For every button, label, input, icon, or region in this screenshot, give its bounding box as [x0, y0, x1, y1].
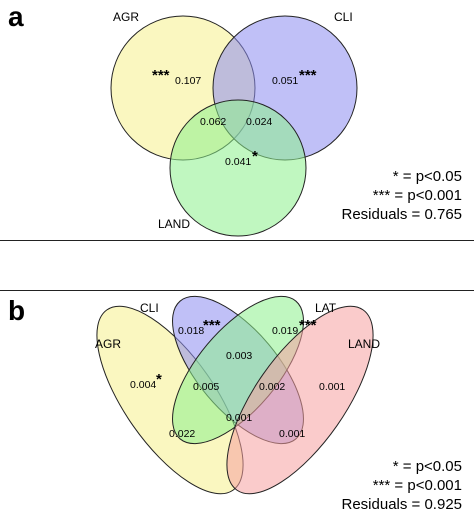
legend-p001-b: *** = p<0.001 [372, 477, 462, 494]
region-land-stars: * [252, 148, 258, 165]
panel-a: a AGR CLI LAND *** 0.107 0.051 *** 0.062… [0, 0, 474, 240]
panel-letter-b: b [8, 295, 25, 326]
panel-b: b AGR CLI LAT LAND 0.018 *** 0.019 *** 0… [0, 290, 474, 529]
legend-p05-b: * = p<0.05 [392, 458, 462, 475]
set-label-agr-b: AGR [95, 337, 121, 351]
region-agr-stars: *** [152, 67, 170, 84]
region-cli-value-b: 0.018 [178, 325, 204, 337]
divider-bottom [0, 290, 474, 291]
set-label-land-b: LAND [348, 337, 380, 351]
set-label-lat-b: LAT [315, 301, 337, 315]
legend-p05: * = p<0.05 [392, 168, 462, 185]
region-cli-value: 0.051 [272, 75, 298, 87]
region-agr-value: 0.107 [175, 75, 201, 87]
region-agr-stars-b: * [156, 371, 162, 388]
panel-letter-a: a [8, 1, 24, 32]
region-land-value-b: 0.001 [319, 381, 345, 393]
region-cli-land-value-b: 0.001 [279, 428, 305, 440]
region-cli-stars-b: *** [203, 317, 221, 334]
set-label-agr: AGR [113, 10, 139, 24]
region-agr-cli-lat-value-b: 0.005 [193, 381, 219, 393]
region-cli-lat-land-value-b: 0.002 [259, 381, 285, 393]
divider-top [0, 240, 474, 241]
venn-diagram-b: b AGR CLI LAT LAND 0.018 *** 0.019 *** 0… [8, 295, 380, 495]
region-lat-stars-b: *** [299, 317, 317, 334]
region-lat-value-b: 0.019 [272, 325, 298, 337]
set-label-cli-b: CLI [140, 301, 159, 315]
venn-diagram-a: a AGR CLI LAND *** 0.107 0.051 *** 0.062… [8, 1, 358, 237]
region-cli-land-value: 0.024 [246, 116, 272, 128]
region-cli-lat-value-b: 0.003 [226, 350, 252, 362]
legend-p001: *** = p<0.001 [372, 187, 462, 204]
land-circle [169, 99, 307, 237]
land-ellipse [226, 305, 374, 495]
legend-residuals: Residuals = 0.765 [341, 206, 463, 223]
region-land-value: 0.041 [225, 156, 251, 168]
region-agr-lat-value-b: 0.022 [169, 428, 195, 440]
legend-residuals-b: Residuals = 0.925 [341, 496, 463, 513]
region-cli-stars: *** [299, 67, 317, 84]
set-label-cli: CLI [334, 10, 353, 24]
region-agr-land-value: 0.062 [200, 116, 226, 128]
region-all-value-b: 0.001 [226, 412, 252, 424]
region-agr-value-b: 0.004 [130, 379, 156, 391]
set-label-land: LAND [158, 217, 190, 231]
